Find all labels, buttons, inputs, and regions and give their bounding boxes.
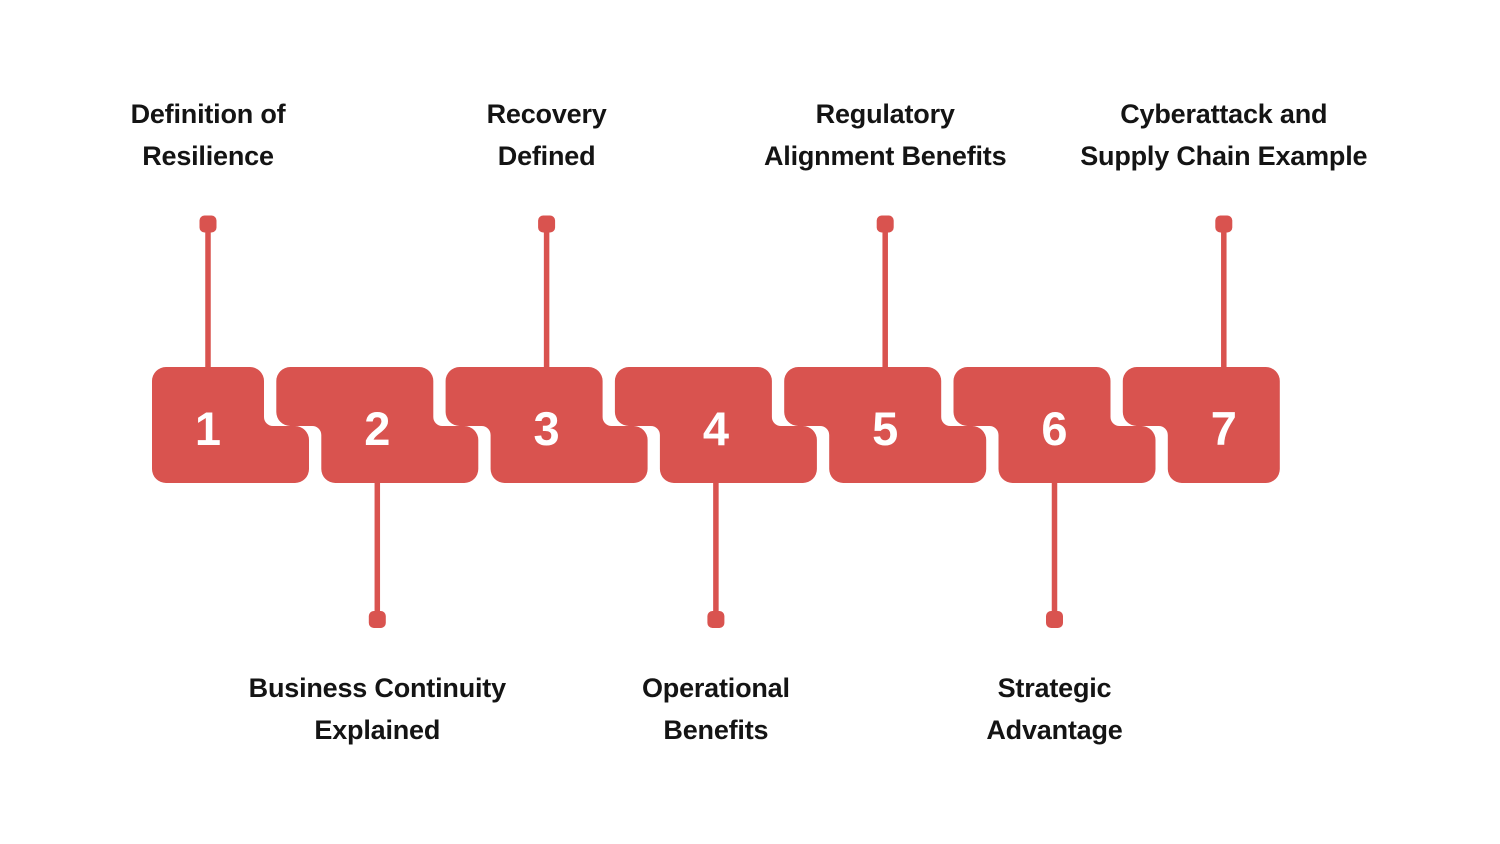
connector-line-3 [543, 230, 550, 367]
connector-line-2 [374, 483, 381, 613]
block-number-6: 6 [1041, 402, 1068, 455]
block-number-3: 3 [533, 402, 560, 455]
block-shape-1 [152, 367, 309, 483]
label-line: Business Continuity [248, 673, 506, 703]
label-line: Cyberattack and [1120, 99, 1328, 129]
block-label-1: Definition of Resilience [0, 93, 438, 177]
connector-knob-1 [199, 215, 217, 233]
block-shape-3 [445, 367, 648, 483]
connector-line-7 [1221, 230, 1227, 367]
label-line: Supply Chain Example [1080, 141, 1368, 171]
connector-knob-5 [876, 215, 894, 233]
label-line: Definition of [130, 99, 286, 129]
label-line: Regulatory [815, 99, 955, 129]
connector-line-1 [205, 230, 211, 367]
label-line: Operational [641, 673, 790, 703]
block-number-4: 4 [702, 402, 729, 455]
connector-knob-3 [538, 215, 556, 233]
label-line: Advantage [986, 715, 1123, 745]
block-shape-7 [1122, 367, 1280, 483]
label-line: Recovery [486, 99, 607, 129]
block-shape-2 [276, 367, 479, 483]
block-shape-4 [614, 367, 817, 483]
block-shape-5 [784, 367, 987, 483]
label-line: Strategic [997, 673, 1112, 703]
connector-knob-2 [368, 611, 386, 628]
block-shape-6 [953, 367, 1156, 483]
connector-knob-6 [1046, 611, 1063, 628]
label-line: Benefits [663, 715, 769, 745]
block-number-5: 5 [872, 402, 899, 455]
block-number-7: 7 [1210, 402, 1237, 455]
label-line: Explained [314, 715, 441, 745]
block-number-2: 2 [364, 402, 391, 455]
connector-knob-7 [1215, 215, 1233, 233]
label-line: Resilience [142, 141, 274, 171]
block-number-1: 1 [194, 402, 222, 455]
label-line: Defined [497, 141, 596, 171]
label-line: Alignment Benefits [763, 141, 1007, 171]
connector-line-5 [882, 230, 888, 367]
connector-line-6 [1051, 483, 1058, 613]
connector-line-4 [713, 483, 719, 613]
connector-knob-4 [707, 611, 725, 628]
